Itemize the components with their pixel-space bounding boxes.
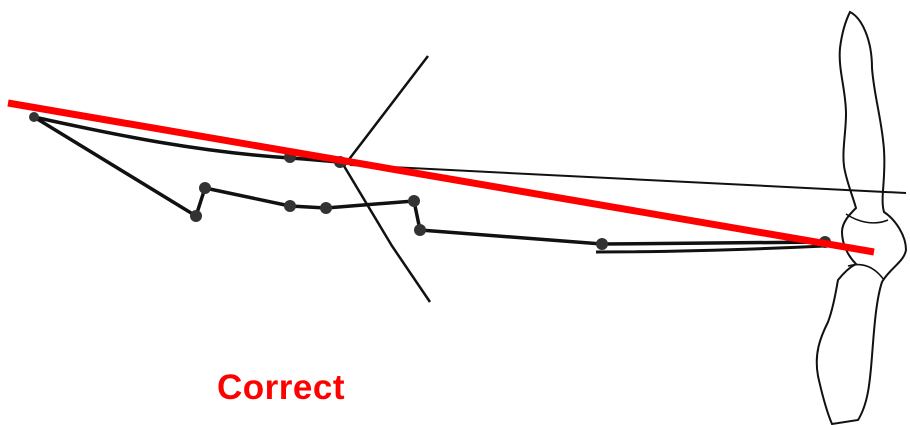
long-reference-line [349, 164, 907, 194]
marker-point [408, 195, 420, 207]
marker-point [320, 202, 332, 214]
caption-label: Correct [217, 368, 345, 407]
marker-point [284, 200, 296, 212]
marker-point [414, 224, 426, 236]
bone-outline [815, 10, 908, 425]
marker-point [596, 238, 608, 250]
marker-point [199, 182, 211, 194]
crossing-line [342, 55, 432, 303]
marker-point [190, 210, 202, 222]
lower-return-stroke [595, 244, 826, 254]
highlight-line [7, 99, 875, 256]
marker-point [29, 112, 39, 122]
joint-detail [845, 213, 889, 281]
